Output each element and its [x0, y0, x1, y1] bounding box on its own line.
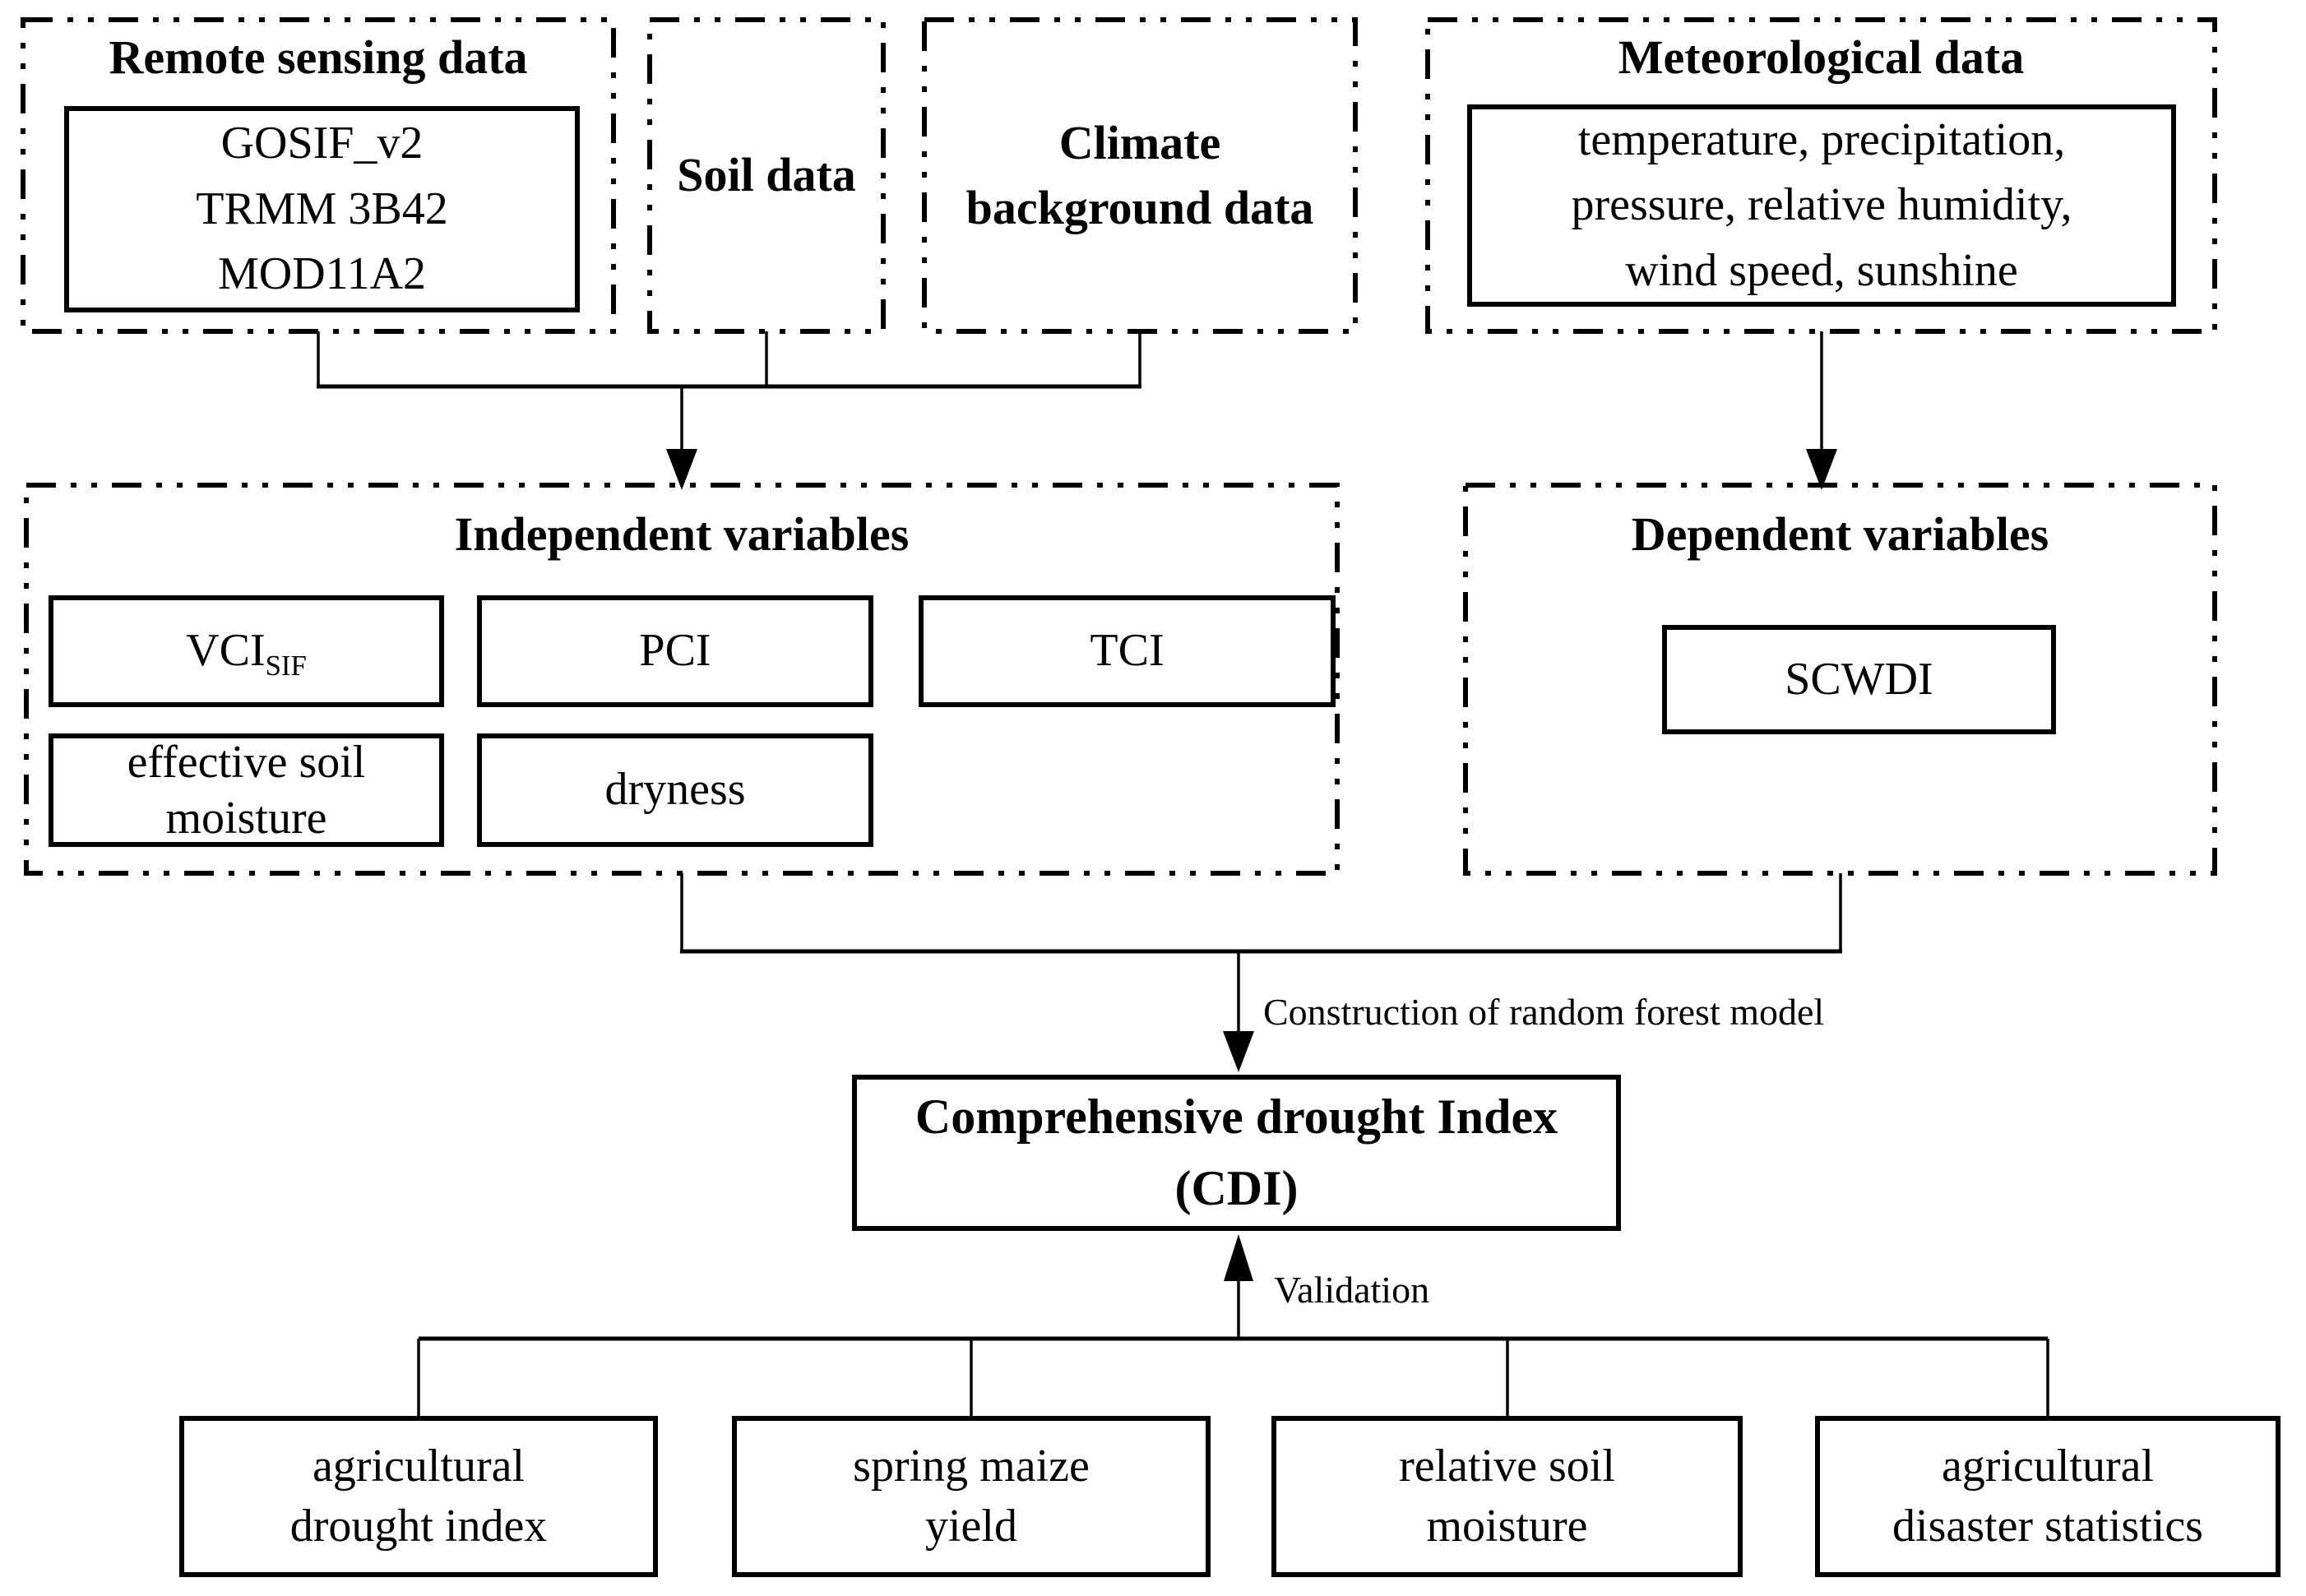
dataset-trmm-label: TRMM 3B42 — [196, 183, 448, 234]
tci-box: TCI — [919, 595, 1336, 707]
scwdi-box: SCWDI — [1662, 625, 2056, 734]
meteorological-variables-box: temperature, precipitation, pressure, re… — [1467, 104, 2176, 307]
soil-data-box: Soil data — [650, 20, 883, 331]
relative-soil-moisture-line1: relative soil — [1399, 1441, 1615, 1492]
remote-sensing-title: Remote sensing data — [109, 30, 528, 84]
climate-background-label-line2: background data — [965, 180, 1314, 234]
meteorological-outline — [1425, 17, 2217, 334]
soil-data-label: Soil data — [677, 148, 856, 202]
construction-of-random-forest-label: Construction of random forest model — [1263, 991, 1825, 1033]
agricultural-drought-index-line2: drought index — [289, 1501, 548, 1552]
vci-subscript-text: SIF — [265, 650, 307, 682]
validation-label: Validation — [1274, 1269, 1430, 1311]
effective-soil-moisture-box: effective soil moisture — [49, 733, 444, 847]
spring-maize-yield-box: spring maize yield — [732, 1416, 1211, 1577]
met-variables-line1: temperature, precipitation, — [1577, 113, 2066, 165]
dataset-mod11a2-label: MOD11A2 — [217, 248, 427, 300]
arrowhead-down-cdi-icon — [1223, 1031, 1254, 1072]
vci-sif-label: VCISIF — [186, 618, 307, 684]
remote-sensing-datasets-box: GOSIF_v2 TRMM 3B42 MOD11A2 — [64, 106, 580, 312]
effective-soil-moisture-line2: moisture — [165, 793, 327, 844]
cdi-title-line2: (CDI) — [1174, 1161, 1299, 1215]
agricultural-drought-index-line1: agricultural — [312, 1441, 526, 1492]
climate-background-box: Climate background data — [924, 20, 1355, 331]
soil-data-outline — [647, 17, 886, 334]
met-variables-line2: pressure, relative humidity, — [1571, 179, 2072, 231]
arrowhead-down-dependent-icon — [1806, 449, 1837, 490]
agricultural-drought-index-box: agricultural drought index — [179, 1416, 658, 1577]
scwdi-label: SCWDI — [1785, 653, 1933, 705]
tci-label: TCI — [1090, 625, 1165, 677]
vci-base-text: VCI — [186, 625, 266, 677]
arrowhead-up-validation-icon — [1224, 1234, 1253, 1281]
cdi-title-line1: Comprehensive drought Index — [915, 1089, 1558, 1144]
effective-soil-moisture-line1: effective soil — [127, 736, 366, 788]
dryness-box: dryness — [477, 733, 873, 847]
agricultural-disaster-statistics-box: agricultural disaster statistics — [1815, 1416, 2281, 1577]
agricultural-disaster-statistics-line2: disaster statistics — [1892, 1501, 2203, 1552]
dataset-gosif-label: GOSIF_v2 — [220, 118, 424, 169]
pci-box: PCI — [477, 595, 873, 707]
arrowhead-down-independent-icon — [666, 449, 697, 490]
spring-maize-yield-line2: yield — [925, 1501, 1017, 1552]
dependent-variables-outline — [1463, 483, 2217, 876]
climate-background-label-line1: Climate — [1058, 116, 1221, 170]
agricultural-disaster-statistics-line1: agricultural — [1941, 1441, 2155, 1492]
relative-soil-moisture-box: relative soil moisture — [1271, 1416, 1743, 1577]
cdi-box: Comprehensive drought Index (CDI) — [852, 1075, 1621, 1231]
meteorological-title: Meteorological data — [1618, 30, 2025, 84]
relative-soil-moisture-line2: moisture — [1426, 1501, 1588, 1552]
spring-maize-yield-line1: spring maize — [853, 1441, 1090, 1492]
pci-label: PCI — [639, 625, 711, 677]
met-variables-line3: wind speed, sunshine — [1625, 244, 2018, 296]
dryness-label: dryness — [604, 764, 746, 816]
independent-variables-title: Independent variables — [454, 507, 910, 561]
vci-sif-box: VCISIF — [49, 595, 444, 707]
dependent-variables-title: Dependent variables — [1631, 507, 2049, 561]
